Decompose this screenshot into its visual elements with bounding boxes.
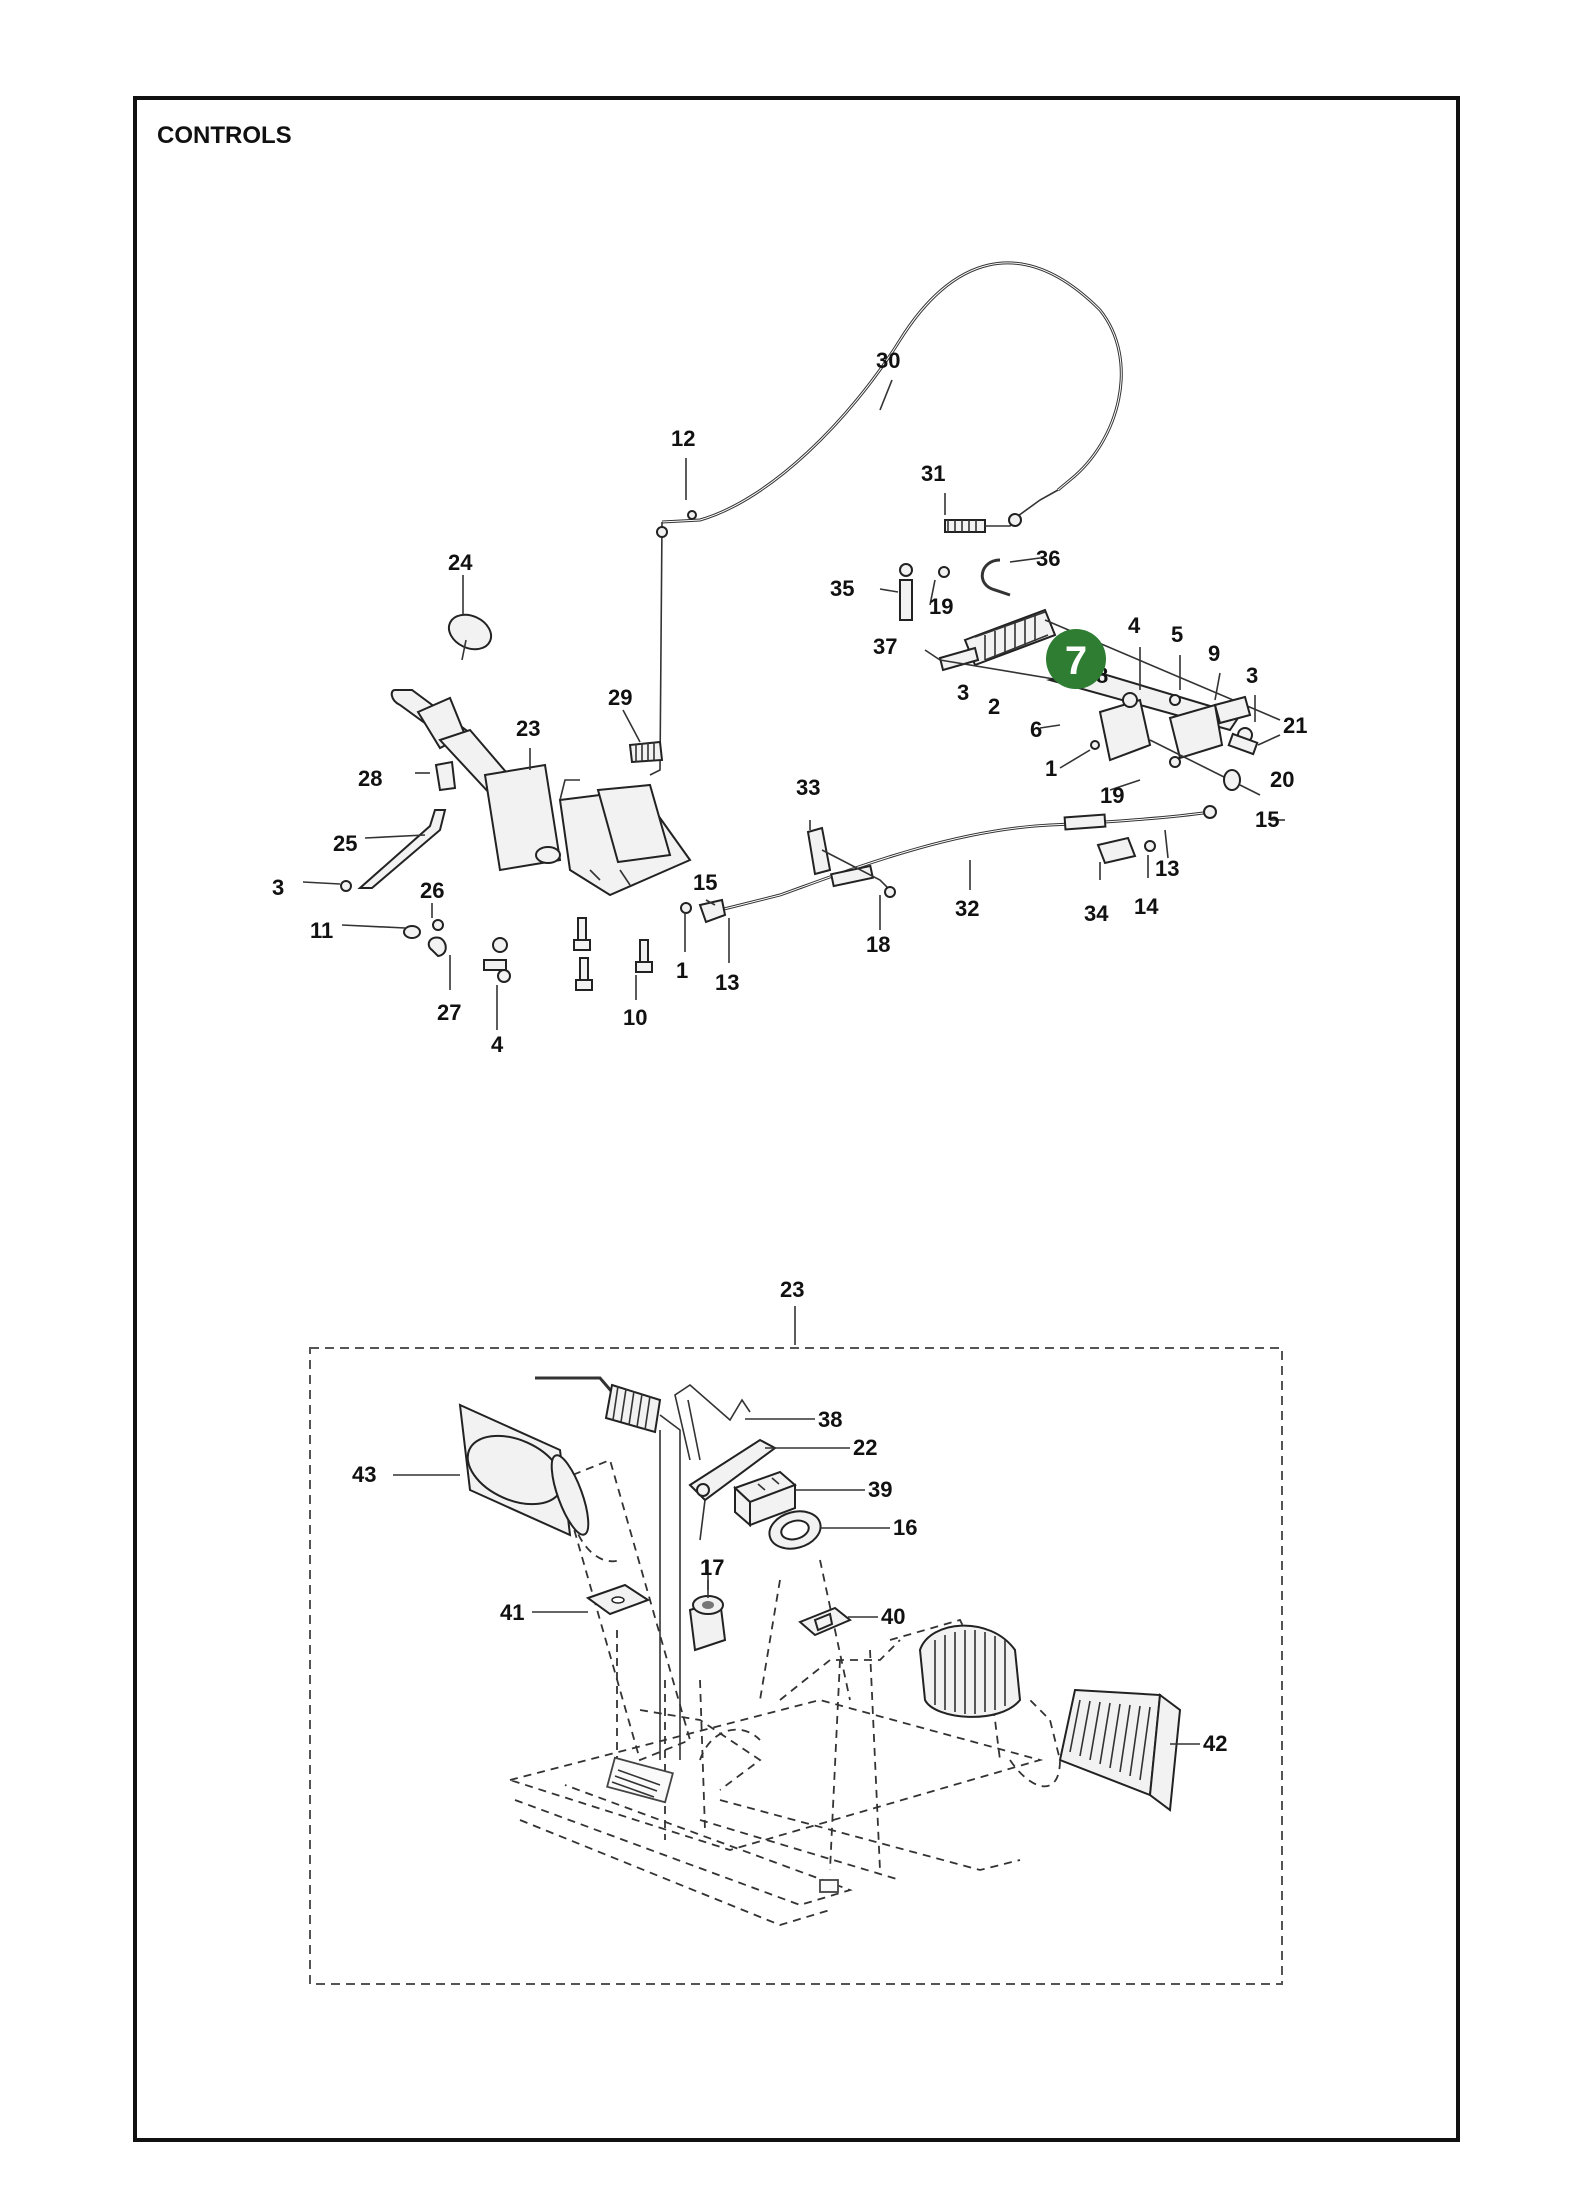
callout-37: 37 <box>873 634 897 659</box>
inset-ghost-base <box>506 1458 1061 1926</box>
callout-23-upper: 23 <box>516 716 540 741</box>
inset-callout-23: 23 <box>780 1277 804 1302</box>
cable-32 <box>698 805 1217 924</box>
callout-43: 43 <box>352 1462 376 1487</box>
lever-25 <box>340 809 447 892</box>
callout-21: 21 <box>1283 713 1307 738</box>
clip-38 <box>674 1383 751 1461</box>
linkage-35 <box>899 563 950 621</box>
callout-41: 41 <box>500 1600 524 1625</box>
leader-lines-inset <box>393 1418 1200 1745</box>
callout-5: 5 <box>1171 622 1183 647</box>
callout-39: 39 <box>868 1477 892 1502</box>
page-title: CONTROLS <box>157 122 292 149</box>
rod-36 <box>980 558 1011 597</box>
callout-38: 38 <box>818 1407 842 1432</box>
callout-15-right: 15 <box>1255 807 1279 832</box>
callout-3-right: 3 <box>1246 663 1258 688</box>
callout-30: 30 <box>876 348 900 373</box>
callout-15-left: 15 <box>693 870 717 895</box>
callout-42: 42 <box>1203 1731 1227 1756</box>
bushing-28 <box>434 760 457 792</box>
callout-3-left: 3 <box>272 875 284 900</box>
callout-2: 2 <box>988 694 1000 719</box>
callout-19-lower: 19 <box>1100 783 1124 808</box>
inset-spring <box>535 1376 681 1760</box>
callout-6: 6 <box>1030 717 1042 742</box>
callout-13-right: 13 <box>1155 856 1179 881</box>
clip-40 <box>798 1606 852 1637</box>
callout-1-lower: 1 <box>676 958 688 983</box>
callout-31: 31 <box>921 461 945 486</box>
bracket-33 <box>806 826 896 898</box>
nut-1 <box>680 902 692 914</box>
callout-32: 32 <box>955 896 979 921</box>
page-frame <box>133 96 1460 2142</box>
callout-10: 10 <box>623 1005 647 1030</box>
callout-16: 16 <box>893 1515 917 1540</box>
callout-27: 27 <box>437 1000 461 1025</box>
block-39 <box>733 1470 797 1528</box>
pedal-pad-42 <box>918 1624 1182 1812</box>
callout-4-upper: 4 <box>1128 613 1141 638</box>
callout-24: 24 <box>448 550 473 575</box>
cable-30 <box>649 261 1123 776</box>
badge-label: 7 <box>1065 639 1087 683</box>
callout-11: 11 <box>310 918 333 943</box>
callout-36: 36 <box>1036 546 1060 571</box>
pivot-hardware <box>403 919 511 983</box>
callout-12: 12 <box>671 426 695 451</box>
callout-4-lower: 4 <box>491 1032 504 1057</box>
callout-17: 17 <box>700 1555 724 1580</box>
callout-35: 35 <box>830 576 854 601</box>
callout-1-upper: 1 <box>1045 756 1057 781</box>
highlight-badge: 7 <box>1046 629 1106 689</box>
callout-29: 29 <box>608 685 632 710</box>
bushing-16 <box>768 1510 822 1550</box>
bracket-34 <box>1096 836 1156 865</box>
callout-20: 20 <box>1270 767 1294 792</box>
callout-34: 34 <box>1084 901 1109 926</box>
bolts-10 <box>573 917 653 991</box>
callout-40: 40 <box>881 1604 905 1629</box>
inset-frame <box>309 1347 1283 1985</box>
callout-25: 25 <box>333 831 357 856</box>
callout-18: 18 <box>866 932 890 957</box>
callout-22: 22 <box>853 1435 877 1460</box>
callout-26: 26 <box>420 878 444 903</box>
pedal-assembly <box>390 613 692 897</box>
callout-3-mid: 3 <box>957 680 969 705</box>
roller-17 <box>688 1560 727 1652</box>
callout-13-left: 13 <box>715 970 739 995</box>
callout-19-upper: 19 <box>929 594 953 619</box>
leader-lines-upper <box>302 379 1285 1030</box>
spring-31 <box>944 489 1059 533</box>
plate-41 <box>585 1583 651 1616</box>
spring-29 <box>628 740 664 764</box>
callout-28: 28 <box>358 766 382 791</box>
grip-cover-43 <box>458 1403 590 1537</box>
callout-33: 33 <box>796 775 820 800</box>
callout-9: 9 <box>1208 641 1220 666</box>
callout-14: 14 <box>1134 894 1159 919</box>
